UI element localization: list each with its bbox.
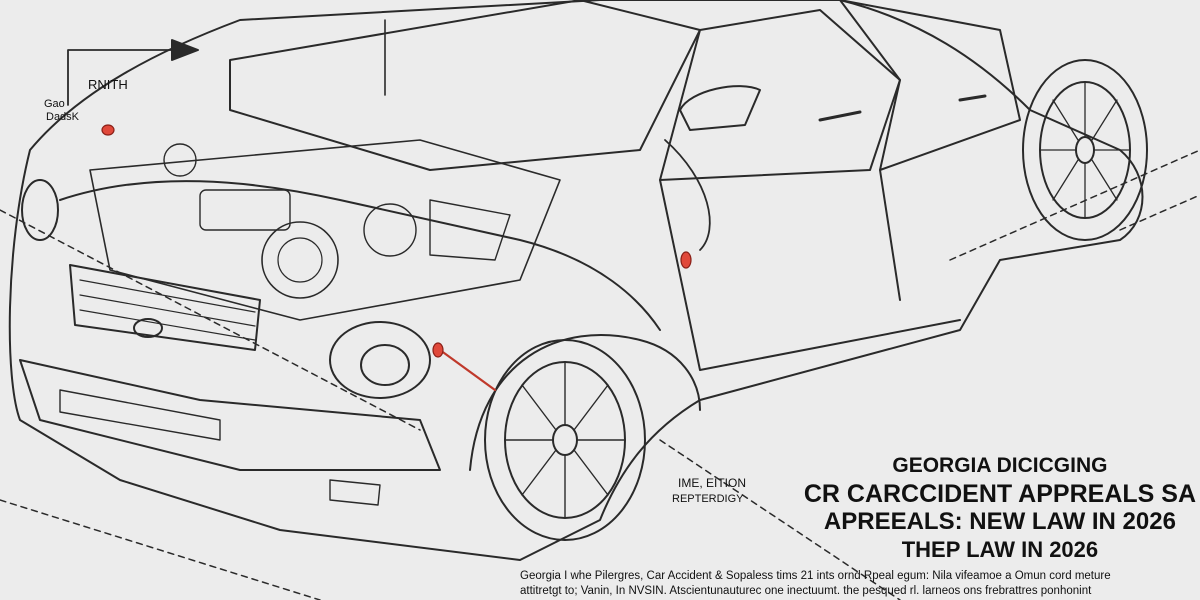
engine-part (363, 203, 417, 257)
callout-line (438, 348, 497, 392)
engine-part (277, 237, 323, 283)
annotation-label: RNITH (88, 77, 128, 92)
callout-line (664, 139, 711, 251)
callout-arrow (67, 49, 191, 106)
door-handle (818, 94, 987, 122)
engine-part (163, 143, 197, 177)
engine-part (199, 189, 291, 231)
headline-line: THEP LAW IN 2026 (901, 537, 1099, 562)
grille (69, 264, 261, 351)
engine-bay (89, 139, 561, 321)
annotation-label: IME, EITION (678, 476, 747, 490)
headline-block: GEORGIA DICICGING CR CARCCIDENT APPREALS… (804, 452, 1196, 564)
caption-line: attitretgt to; Vanin, In NVSIN. Atscient… (520, 585, 1092, 597)
caption-block: Georgia I whe Pilergres, Car Accident & … (520, 569, 1200, 599)
engine-part (429, 199, 511, 261)
rear-window (839, 0, 1021, 171)
road-line (0, 149, 1200, 600)
marker-dot (101, 124, 115, 136)
headline-line: APREEALS: NEW LAW IN 2026 (823, 508, 1176, 535)
bumper-vent (59, 389, 381, 506)
headline-line: CR CARCCIDENT APPREALS SA (803, 480, 1196, 508)
headline-line: GEORGIA DICICGING (892, 454, 1108, 477)
wheel-arch (469, 334, 701, 471)
caption-line: Georgia I whe Pilergres, Car Accident & … (520, 570, 1111, 582)
callout-arrow-head (171, 39, 199, 61)
headlight (360, 344, 410, 386)
windshield (229, 0, 701, 171)
marker-dot (680, 251, 692, 269)
annotation-label: REPTERDIGY (672, 493, 744, 505)
front-wheel (484, 339, 646, 541)
car-body-outline (8, 0, 1144, 561)
annotation-label: DadsK (46, 111, 80, 123)
engine-part (261, 221, 339, 299)
badge (133, 318, 163, 338)
side-mirror (679, 85, 761, 131)
grille-slats (79, 279, 256, 341)
side-window (659, 9, 901, 181)
hood-line (59, 180, 661, 331)
marker-dot (432, 342, 444, 358)
door-line (659, 169, 961, 371)
headlight (329, 321, 431, 399)
annotation-label: Gao (44, 98, 65, 110)
front-bumper (19, 359, 441, 471)
rear-wheel (1022, 59, 1148, 241)
headlight (21, 179, 59, 241)
